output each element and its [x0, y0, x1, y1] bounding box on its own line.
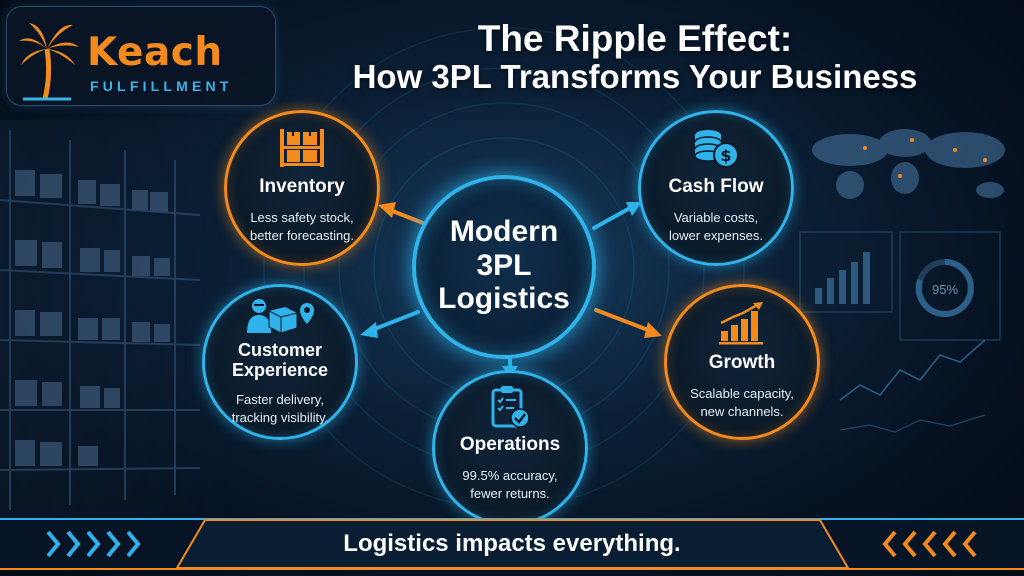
inventory-description-line: better forecasting. — [249, 227, 355, 243]
customer-package-location-icon — [247, 299, 314, 334]
page-title: The Ripple Effect: How 3PL Transforms Yo… — [290, 18, 980, 96]
hub-title-line: Modern — [449, 215, 559, 248]
operations-title: Operations — [459, 434, 561, 455]
svg-text:$: $ — [720, 146, 731, 165]
brand-tagline: FULFILLMENT — [90, 78, 233, 94]
shelving-boxes-icon — [280, 129, 324, 167]
node-inventory: Inventory Less safety stock, better fore… — [224, 110, 380, 266]
palm-tree-icon — [19, 23, 79, 101]
customer-experience-description: Faster delivery, tracking visibility. — [205, 391, 355, 426]
banner-text: Logistics impacts everything. — [343, 530, 681, 557]
arrow-to-inventory — [388, 208, 430, 227]
cash-flow-title: Cash Flow — [668, 176, 764, 197]
inventory-description: Less safety stock, better forecasting. — [227, 209, 377, 244]
coins-dollar-icon: $ — [694, 130, 739, 168]
customer-experience-title-line: Customer — [237, 340, 322, 360]
arrow-to-customer — [370, 310, 420, 332]
customer-experience-description-line: tracking visibility. — [231, 409, 329, 425]
cash-flow-description: Variable costs, lower expenses. — [641, 209, 791, 244]
title-line-2: How 3PL Transforms Your Business — [352, 58, 918, 96]
customer-experience-title-line: Experience — [231, 359, 329, 380]
cash-flow-description-line: lower expenses. — [669, 227, 763, 243]
warehouse-racks-decoration — [0, 120, 235, 520]
title-line-1: The Ripple Effect: — [477, 18, 793, 59]
growth-description: Scalable capacity, new channels. — [667, 385, 817, 420]
node-growth: Growth Scalable capacity, new channels. — [664, 284, 820, 440]
growth-description-line: Scalable capacity, — [690, 386, 794, 401]
growth-title: Growth — [708, 352, 776, 373]
bar-chart-growth-icon — [719, 302, 763, 345]
connector-arrows — [360, 202, 662, 378]
brand-name: Keach — [87, 30, 223, 75]
operations-description: 99.5% accuracy, fewer returns. — [435, 467, 585, 502]
chevrons-right-decoration — [882, 530, 977, 558]
dashboard-gauge-value: 95% — [932, 282, 958, 297]
hub-title-line: 3PL — [476, 248, 532, 282]
arrow-to-growth — [594, 308, 650, 332]
growth-description-line: new channels. — [700, 403, 784, 419]
brand-logo: Keach FULFILLMENT — [6, 6, 276, 106]
operations-description-line: 99.5% accuracy, — [462, 468, 558, 483]
inventory-description-line: Less safety stock, — [250, 210, 354, 225]
world-map-decoration — [812, 129, 1005, 199]
cash-flow-description-line: Variable costs, — [673, 210, 759, 225]
node-customer-experience: Customer Experience Faster delivery, tra… — [202, 284, 358, 440]
arrow-to-cash-flow — [592, 206, 632, 230]
customer-experience-description-line: Faster delivery, — [236, 392, 324, 407]
node-operations: Operations 99.5% accuracy, fewer returns… — [432, 370, 588, 526]
dashboard-decoration: 95% — [799, 231, 1001, 433]
customer-experience-title: Customer Experience — [205, 340, 355, 381]
hub-modern-3pl-logistics: Modern 3PL Logistics — [412, 175, 596, 359]
hub-title: Modern 3PL Logistics — [416, 215, 592, 316]
operations-description-line: fewer returns. — [470, 485, 550, 501]
bottom-banner — [0, 518, 1024, 570]
inventory-title: Inventory — [259, 176, 345, 197]
chevrons-left-decoration — [46, 530, 141, 558]
node-cash-flow: $ Cash Flow Variable costs, lower expens… — [638, 110, 794, 266]
clipboard-check-icon — [491, 386, 530, 428]
hub-title-line: Logistics — [438, 282, 570, 316]
